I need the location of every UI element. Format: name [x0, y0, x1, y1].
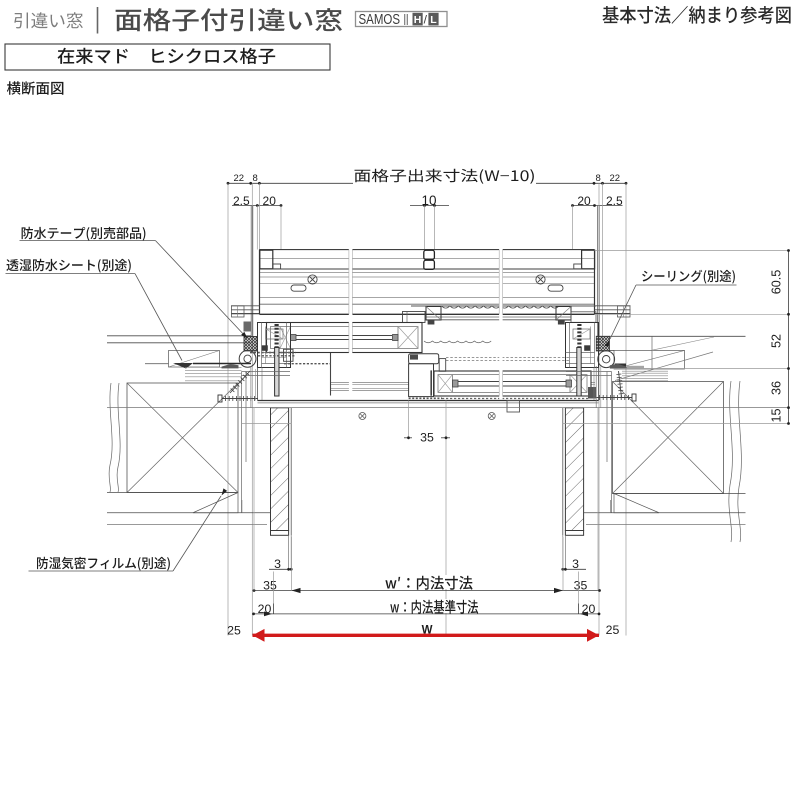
svg-text:3: 3 — [572, 557, 579, 571]
svg-text:60.5: 60.5 — [770, 270, 784, 295]
svg-text:20: 20 — [582, 602, 596, 616]
svg-text:SAMOS: SAMOS — [359, 11, 401, 28]
svg-text:15: 15 — [770, 408, 784, 422]
svg-text:22: 22 — [610, 173, 621, 184]
svg-text:35: 35 — [420, 431, 434, 445]
svg-text:8: 8 — [253, 173, 258, 184]
svg-text:20: 20 — [263, 194, 277, 208]
svg-text:25: 25 — [606, 623, 620, 637]
svg-text:35: 35 — [263, 579, 277, 593]
svg-text:2.5: 2.5 — [606, 194, 623, 208]
svg-text:25: 25 — [227, 624, 241, 638]
svg-text:2.5: 2.5 — [233, 194, 250, 208]
svg-text:52: 52 — [770, 334, 784, 348]
svg-text:W: W — [422, 625, 433, 637]
svg-text:10: 10 — [421, 193, 436, 208]
svg-text:H: H — [414, 14, 422, 26]
svg-text:8: 8 — [596, 173, 601, 184]
svg-text:L: L — [430, 14, 437, 26]
svg-text:22: 22 — [234, 173, 245, 184]
svg-text:35: 35 — [574, 579, 588, 593]
svg-text:36: 36 — [770, 381, 784, 395]
svg-text:3: 3 — [274, 557, 281, 571]
svg-text:20: 20 — [577, 194, 591, 208]
svg-text:/: / — [424, 13, 428, 27]
svg-text:20: 20 — [258, 602, 272, 616]
